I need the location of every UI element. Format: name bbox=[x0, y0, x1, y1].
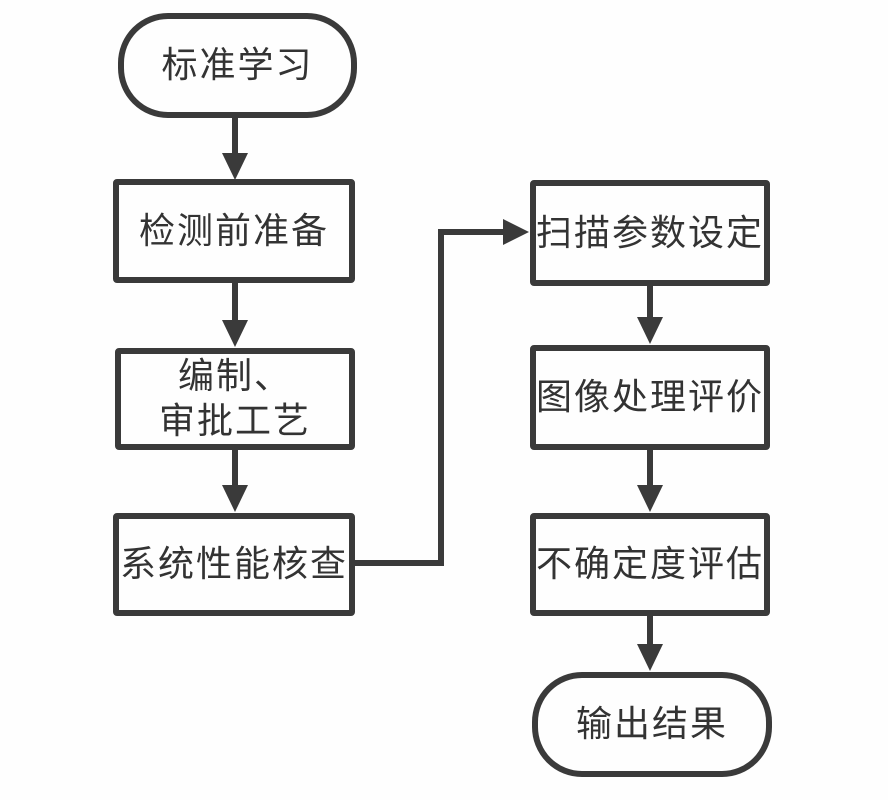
edge-uncertainty-to-output bbox=[637, 614, 663, 671]
edge-standard-to-prep bbox=[222, 116, 248, 180]
node-scan-parameter-setting: 扫描参数设定 bbox=[530, 180, 770, 286]
node-standard-learning: 标准学习 bbox=[118, 13, 357, 118]
edge-scan-to-image bbox=[637, 284, 663, 344]
node-pre-detection-preparation: 检测前准备 bbox=[113, 179, 355, 283]
node-compile-approve-process: 编制、 审批工艺 bbox=[115, 348, 355, 450]
edge-process-to-syscheck bbox=[222, 448, 248, 512]
edge-image-to-uncertainty bbox=[637, 448, 663, 512]
edge-syscheck-to-scan bbox=[353, 219, 529, 566]
node-image-processing-evaluation: 图像处理评价 bbox=[530, 345, 770, 450]
node-uncertainty-evaluation: 不确定度评估 bbox=[530, 513, 770, 616]
edge-prep-to-process bbox=[222, 281, 248, 347]
node-output-result: 输出结果 bbox=[532, 672, 772, 777]
node-system-performance-check: 系统性能核查 bbox=[113, 513, 355, 616]
